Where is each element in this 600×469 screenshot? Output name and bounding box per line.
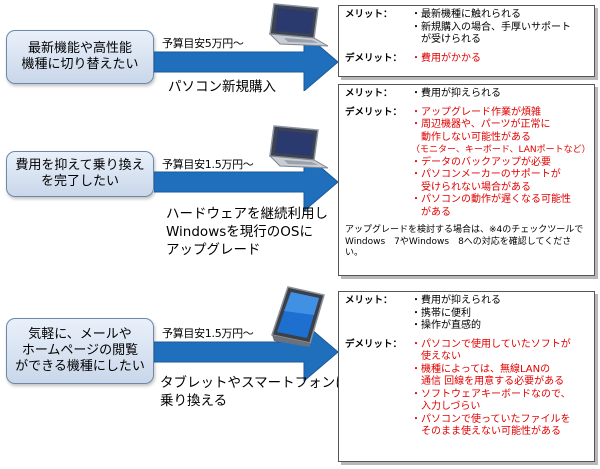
arrow xyxy=(154,33,339,91)
demerit-item: ・パソコンメーカーのサポートが 受けられない場合がある xyxy=(411,169,561,193)
goal-box: 最新機能や高性能 機種に切り替えたい xyxy=(6,30,154,84)
demerit-item: ・アップグレード作業が煩雑 xyxy=(411,106,541,118)
comparison-panel: メリット： ・費用が抑えられる ・携帯に便利 ・操作が直感的 デメリット： ・パ… xyxy=(338,291,595,462)
goal-text: 最新機能や高性能 機種に切り替えたい xyxy=(21,41,139,72)
merit-item: ・携帯に便利 xyxy=(411,307,471,319)
demerit-item: ・ソフトウェアキーボードなので、 入力しづらい xyxy=(411,388,571,413)
goal-text: 費用を抑えて乗り換え を完了したい xyxy=(15,158,145,189)
goal-box: 費用を抑えて乗り換え を完了したい xyxy=(6,151,154,197)
demerits-label: デメリット： xyxy=(345,106,403,118)
demerits-section: デメリット： ・アップグレード作業が煩雑 ・周辺機器や、パーツが正常に 動作しな… xyxy=(345,106,591,220)
demerit-item: ・費用がかかる xyxy=(411,52,481,64)
laptop-icon xyxy=(268,3,329,47)
merit-item: ・新規購入の場合、手厚いサポート が受けられる xyxy=(411,21,571,46)
comparison-panel: メリット： ・費用が抑えられる デメリット： ・アップグレード作業が煩雑 ・周辺… xyxy=(338,84,595,276)
budget-label: 予算目安5万円〜 xyxy=(162,37,244,50)
demerits-section: デメリット： ・費用がかかる xyxy=(345,53,589,66)
merit-item: ・最新機種に触れられる xyxy=(411,9,521,20)
merits-section: メリット： ・最新機種に触れられる ・新規購入の場合、手厚いサポート が受けられ… xyxy=(345,9,589,47)
demerits-label: デメリット： xyxy=(345,338,403,350)
upgrade-note: アップグレードを検討する場合は、※4のチェックツールで Windows 7やWi… xyxy=(345,225,584,258)
merits-label: メリット： xyxy=(345,9,393,20)
arrow xyxy=(154,153,339,211)
merits-label: メリット： xyxy=(345,88,393,99)
demerit-item: ・パソコンの動作が遅くなる可能性 がある xyxy=(411,194,571,218)
tablet-icon xyxy=(271,286,325,347)
laptop-icon xyxy=(268,125,329,169)
comparison-panel: メリット： ・最新機種に触れられる ・新規購入の場合、手厚いサポート が受けられ… xyxy=(338,5,595,77)
option-label: タブレットやスマートフォンに 乗り換える xyxy=(160,375,349,409)
budget-label: 予算目安1.5万円〜 xyxy=(162,158,254,171)
demerit-item: ・機種によっては、無線LANの 通信 回線を用意する必要がある xyxy=(411,363,565,388)
demerit-item: ・パソコンで使用していたソフトが 使えない xyxy=(411,338,571,363)
merit-item: ・費用が抑えられる xyxy=(411,88,501,99)
merits-section: メリット： ・費用が抑えられる ・携帯に便利 ・操作が直感的 xyxy=(345,295,589,333)
merit-item: ・操作が直感的 xyxy=(411,320,481,331)
budget-label: 予算目安1.5万円〜 xyxy=(162,327,254,340)
merit-item: ・費用が抑えられる xyxy=(411,295,501,306)
demerit-item: ・パソコンで使っていたファイルを そのまま使えない可能性がある xyxy=(411,413,571,438)
merits-label: メリット： xyxy=(345,295,393,306)
option-label: パソコン新規購入 xyxy=(168,79,276,95)
demerit-note: （モニター、キーボード、LANポートなど） xyxy=(411,145,591,155)
goal-box: 気軽に、メールや ホームページの閲覧 ができる機種にしたい xyxy=(6,318,154,384)
option-label: ハードウェアを継続利用し Windowsを現行のOSに アップグレード xyxy=(166,206,328,258)
demerits-section: デメリット： ・パソコンで使用していたソフトが 使えない ・機種によっては、無線… xyxy=(345,339,589,439)
demerit-item: ・データのバックアップが必要 xyxy=(411,156,551,168)
merits-section: メリット： ・費用が抑えられる xyxy=(345,88,589,101)
demerit-item: ・周辺機器や、パーツが正常に 動作しない可能性がある xyxy=(411,119,551,143)
goal-text: 気軽に、メールや ホームページの閲覧 ができる機種にしたい xyxy=(15,327,145,374)
demerits-label: デメリット： xyxy=(345,52,403,64)
